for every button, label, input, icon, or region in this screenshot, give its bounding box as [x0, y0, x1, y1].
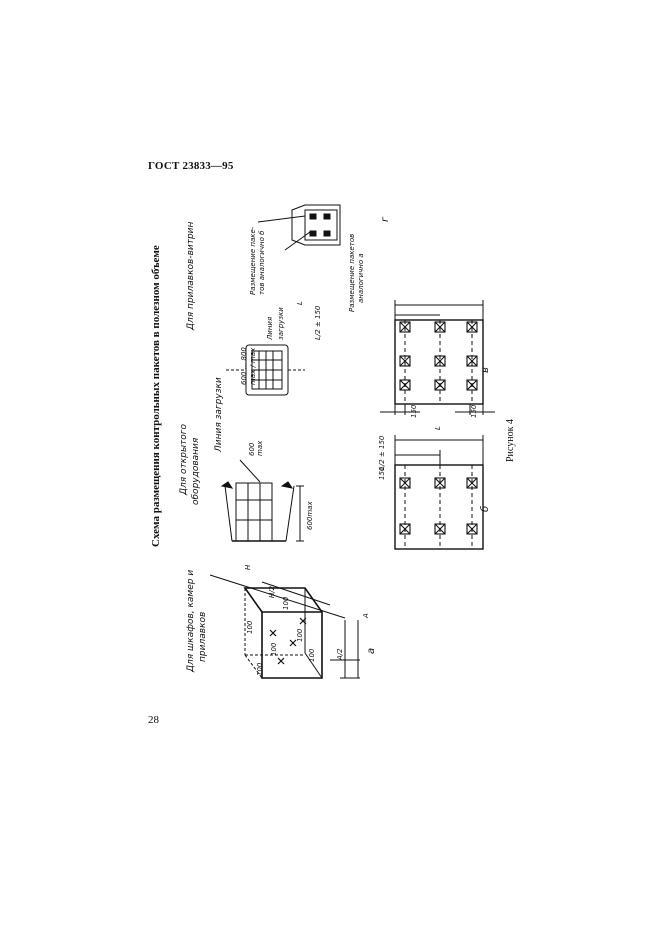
section-a-dim-5: 100 [270, 642, 278, 656]
section-a-dim-7: 100 [296, 628, 304, 642]
section-g-dim-600-800: 600 ... 800 [240, 347, 248, 385]
section-a-dim-9: 100 [282, 596, 290, 610]
section-a-dim-6: 100 [246, 620, 254, 634]
section-a-dim-4: 100 [256, 662, 264, 676]
section-a-dim-3: A/2 [336, 648, 344, 660]
standard-header: ГОСТ 23833—95 [148, 160, 234, 172]
section-a-dim-2: A [362, 613, 370, 618]
section-v-dim-150a: 150 [410, 404, 418, 418]
section-b-dim-150: 150 [378, 466, 386, 480]
section-b-dim-600: 600 [248, 442, 256, 456]
section-b-dim-l2: L/2 ± 150 [378, 435, 386, 470]
section-v-dim-150b: 150 [470, 404, 478, 418]
section-g-dim-max: max / max [249, 347, 257, 385]
page-number: 28 [148, 714, 159, 726]
section-v-plan [380, 300, 495, 415]
section-g-counter [226, 344, 305, 396]
section-b-dim-max: max [256, 440, 264, 456]
section-g-plan [257, 204, 341, 251]
section-v-dim-L: L [296, 301, 304, 305]
section-b-plan [394, 435, 484, 550]
section-v-dim-l2: L/2 ± 150 [314, 305, 322, 340]
section-a-dim-8: 100 [308, 648, 316, 662]
section-a-dim-0: H [244, 564, 252, 570]
section-a-box [209, 574, 360, 679]
section-b-dim-600max: 600max [306, 501, 314, 530]
section-a-dim-1: H/2 [268, 585, 276, 598]
section-b-rack [220, 459, 304, 542]
section-b-dim-L: L [434, 426, 442, 430]
